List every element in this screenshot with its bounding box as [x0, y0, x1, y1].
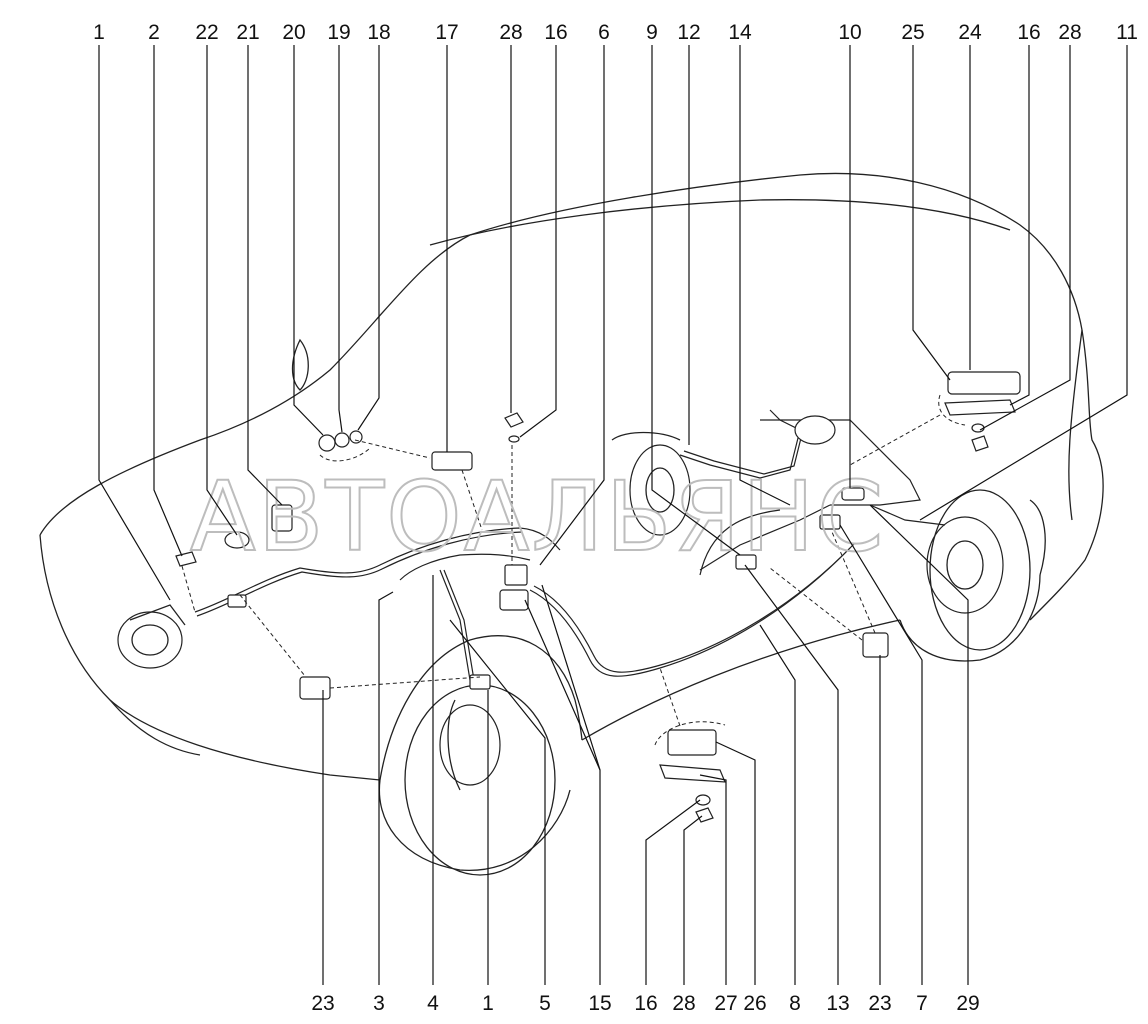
callout-label: 4 [427, 992, 439, 1015]
assembly-dashes [181, 394, 966, 746]
callout-label: 1 [93, 21, 105, 44]
callout-label: 21 [236, 21, 259, 44]
callout-label: 23 [311, 992, 334, 1015]
callout-label: 28 [672, 992, 695, 1015]
nut-28-right [971, 435, 989, 452]
callout-label: 26 [743, 992, 766, 1015]
callout-label: 25 [901, 21, 924, 44]
callout-label: 7 [916, 992, 928, 1015]
holder-17 [431, 451, 473, 471]
front-left-wheel [117, 604, 186, 669]
rear-right-wheel [926, 489, 1031, 651]
callout-label: 1 [482, 992, 494, 1015]
grommet-19 [334, 432, 350, 448]
callout-label: 19 [327, 21, 350, 44]
callout-label: 20 [282, 21, 305, 44]
callout-label: 24 [958, 21, 982, 44]
callout-label: 27 [714, 992, 737, 1015]
callout-label: 13 [826, 992, 849, 1015]
callout-label: 12 [677, 21, 700, 44]
callout-label: 28 [1058, 21, 1081, 44]
callout-label: 8 [789, 992, 801, 1015]
clip-26 [667, 729, 717, 756]
component-parts [175, 371, 1021, 823]
regulator-15 [499, 589, 529, 611]
grommet-20 [318, 434, 336, 452]
front-right-wheel [404, 684, 556, 876]
top-callouts: 1 2 22 21 20 19 18 17 28 16 6 9 12 14 10… [93, 21, 1138, 44]
washer-16-right [971, 423, 985, 433]
brake-pipes [194, 409, 946, 681]
leader-lines [98, 45, 1128, 985]
clip-2 [175, 551, 197, 567]
plate-25 [944, 399, 1016, 416]
clip-23-right [862, 632, 889, 658]
hose-9 [735, 554, 757, 570]
pressure-regulator-12 [794, 415, 836, 445]
callout-label: 3 [373, 992, 385, 1015]
callout-label: 14 [728, 21, 752, 44]
grommet-18 [349, 430, 363, 444]
callout-label: 5 [539, 992, 551, 1015]
callout-label: 22 [195, 21, 218, 44]
washer-16-top [508, 435, 520, 443]
plate-27 [659, 764, 726, 783]
callout-label: 2 [148, 21, 160, 44]
callout-label: 17 [435, 21, 458, 44]
tee-6 [504, 564, 528, 586]
hose-1-front [227, 594, 247, 608]
callout-label: 10 [838, 21, 861, 44]
callout-label: 23 [868, 992, 891, 1015]
coupling-13 [819, 514, 841, 530]
hose-1-right [469, 674, 491, 690]
watermark: АВТОАЛЬЯНС [190, 461, 885, 573]
washer-16-bottom [695, 794, 711, 806]
callout-label: 29 [956, 992, 979, 1015]
nut-28-bottom [695, 807, 714, 823]
nut-28-top [504, 412, 524, 428]
callout-label: 9 [646, 21, 658, 44]
clip-22 [224, 531, 250, 549]
callout-label: 15 [588, 992, 611, 1015]
callout-label: 16 [544, 21, 567, 44]
hose-10 [841, 487, 865, 501]
callout-label: 28 [499, 21, 522, 44]
callout-label: 11 [1116, 21, 1138, 44]
rear-left-wheel [629, 444, 691, 536]
bottom-callouts: 23 3 4 1 5 15 16 28 27 26 8 13 23 7 29 [311, 992, 979, 1015]
callout-label: 16 [634, 992, 657, 1015]
clip-23-left [299, 676, 331, 700]
callout-label: 16 [1017, 21, 1040, 44]
callout-label: 18 [367, 21, 390, 44]
clip-24 [947, 371, 1021, 395]
callout-label: 6 [598, 21, 610, 44]
